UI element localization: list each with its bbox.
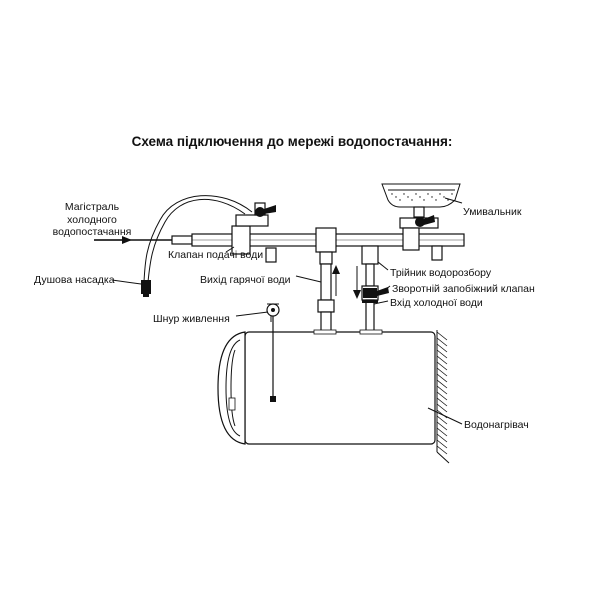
pipe-fitting <box>265 247 277 263</box>
wall-hatch-line <box>436 403 448 413</box>
wall-hatch-line <box>436 361 448 371</box>
basin-valve <box>399 215 443 261</box>
diagram-title: Схема підключення до мережі водопостачан… <box>132 134 453 149</box>
basin-water-dot <box>407 196 409 198</box>
leader-lines <box>111 197 463 425</box>
label-mains-line3: водопостачання <box>53 226 132 238</box>
label-water-heater: Водонагрівач <box>464 419 529 431</box>
basin-water-dot <box>431 196 433 198</box>
wall-hatch-line <box>436 445 448 455</box>
wall-hatch-line <box>436 373 448 383</box>
label-power-cord: Шнур живлення <box>153 313 230 325</box>
wall-hatch-line <box>436 439 448 449</box>
wall-hatch-line <box>436 331 448 341</box>
label-shower-head: Душова насадка <box>34 274 115 286</box>
water-heater <box>217 329 436 445</box>
basin-water-dot <box>419 196 421 198</box>
basin-water-dot <box>391 193 393 195</box>
label-mains-line1: Магістраль <box>65 201 120 213</box>
shower-head-icon <box>141 280 151 297</box>
wall-hatch-line <box>436 385 448 395</box>
wall-hatch-line <box>436 367 448 377</box>
shower-hose <box>143 195 253 283</box>
label-washbasin: Умивальник <box>463 206 522 218</box>
washbasin <box>381 183 461 218</box>
basin-water-dot <box>443 196 445 198</box>
label-cold-water-inlet: Вхід холодної води <box>390 297 483 309</box>
label-mains-line2: холодного <box>67 214 117 226</box>
down-arrow-icon <box>353 266 361 299</box>
basin-water-dot <box>411 199 413 201</box>
basin-water-dot <box>427 193 429 195</box>
wall-hatch-line <box>436 349 448 359</box>
wall-hatch-line <box>436 421 448 431</box>
wall-hatch-line <box>436 433 448 443</box>
basin-water-dot <box>451 193 453 195</box>
power-cord <box>266 303 280 402</box>
basin-water-dot <box>403 193 405 195</box>
hot-water-tee <box>315 227 337 265</box>
label-hot-water-outlet: Вихід гарячої води <box>200 274 291 286</box>
label-supply-valve: Клапан подачі води <box>168 249 263 261</box>
wall <box>436 330 450 464</box>
wall-hatch-line <box>436 397 448 407</box>
inflow-arrow-icon <box>94 236 132 244</box>
basin-water-dot <box>415 193 417 195</box>
basin-water-dot <box>423 199 425 201</box>
wall-hatch-line <box>436 337 448 347</box>
basin-water-dot <box>435 199 437 201</box>
basin-water-dot <box>399 199 401 201</box>
wall-hatch-line <box>436 343 448 353</box>
basin-water-dot <box>395 196 397 198</box>
hot-water-outlet-pipe <box>317 263 335 333</box>
supply-valve <box>231 202 276 255</box>
basin-water-dot <box>439 193 441 195</box>
tee-fitting <box>361 245 379 265</box>
wall-hatch-line <box>436 355 448 365</box>
basin-water-dot <box>447 199 449 201</box>
wall-hatch-line <box>436 427 448 437</box>
label-tee: Трійник водорозбору <box>390 267 492 279</box>
up-arrow-icon <box>332 265 340 296</box>
wall-hatch-line <box>436 415 448 425</box>
wall-hatch-line <box>436 391 448 401</box>
label-check-valve: Зворотній запобіжний клапан <box>392 283 535 295</box>
wall-hatch-line <box>436 379 448 389</box>
